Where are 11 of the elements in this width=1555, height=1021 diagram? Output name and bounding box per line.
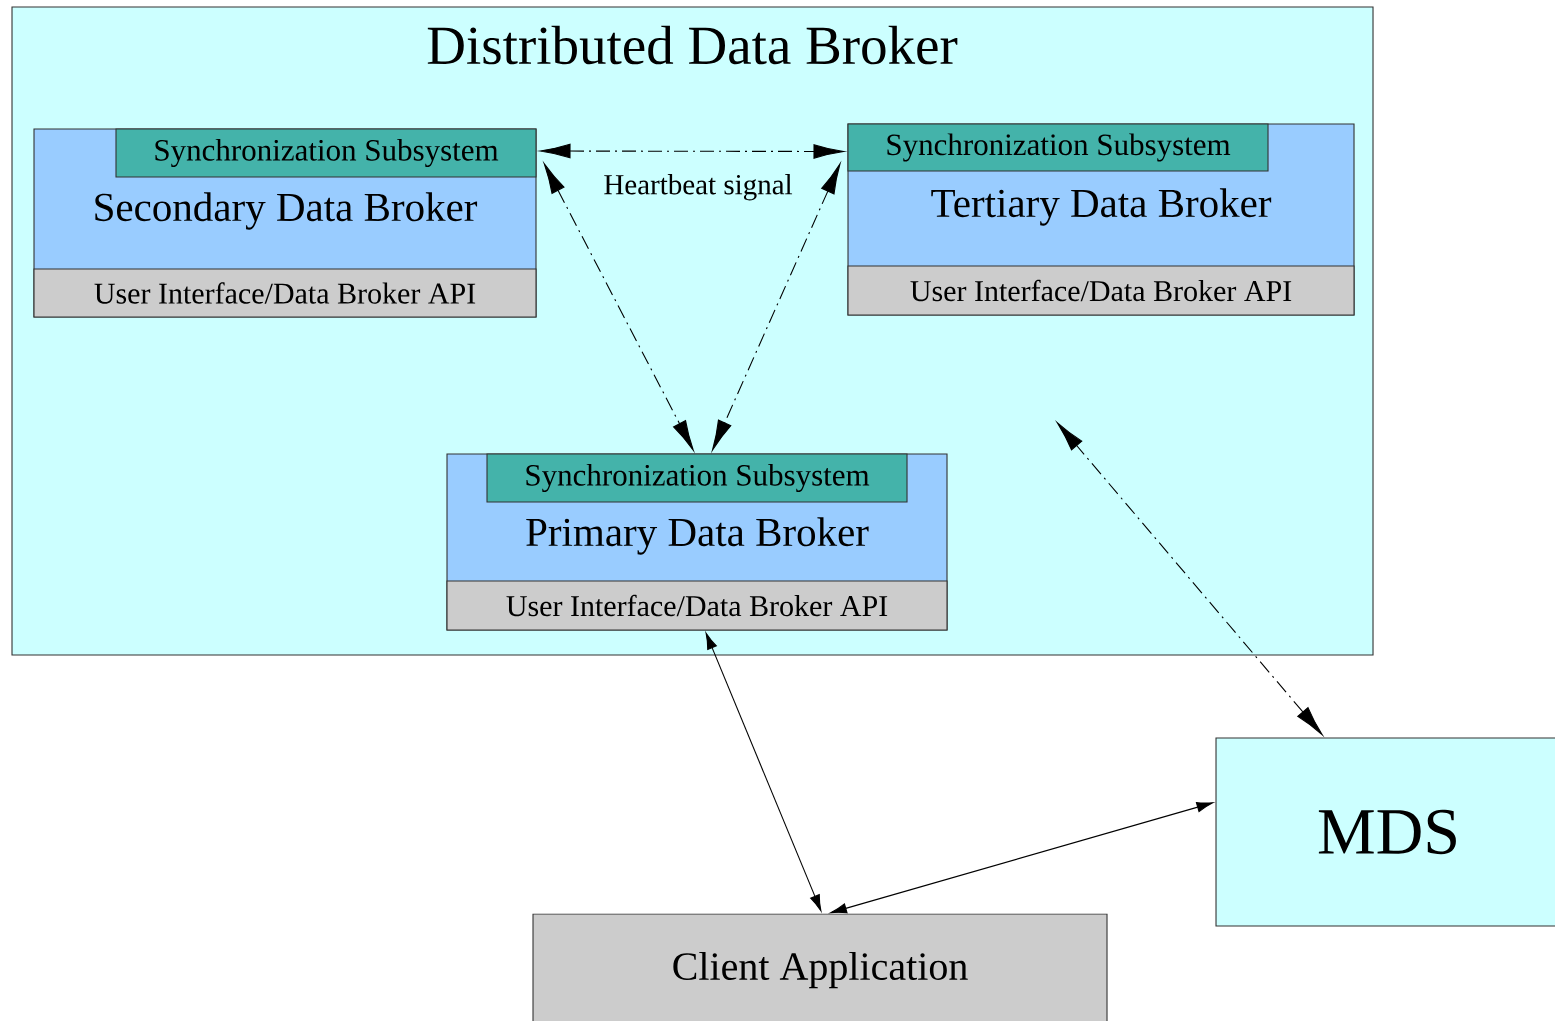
subsystem-box: Synchronization Subsystem bbox=[115, 128, 537, 178]
subsystem-box: Synchronization Subsystem bbox=[847, 123, 1269, 172]
api-bar: User Interface/Data Broker API bbox=[33, 268, 537, 318]
arrow bbox=[705, 632, 822, 912]
arrow bbox=[1056, 422, 1323, 736]
client-box: Client Application bbox=[532, 913, 1108, 1021]
api-bar: User Interface/Data Broker API bbox=[446, 580, 948, 631]
subsystem-box: Synchronization Subsystem bbox=[486, 453, 908, 503]
server-box: MDS bbox=[1215, 737, 1555, 927]
arrow bbox=[830, 802, 1214, 914]
api-bar: User Interface/Data Broker API bbox=[847, 265, 1355, 316]
